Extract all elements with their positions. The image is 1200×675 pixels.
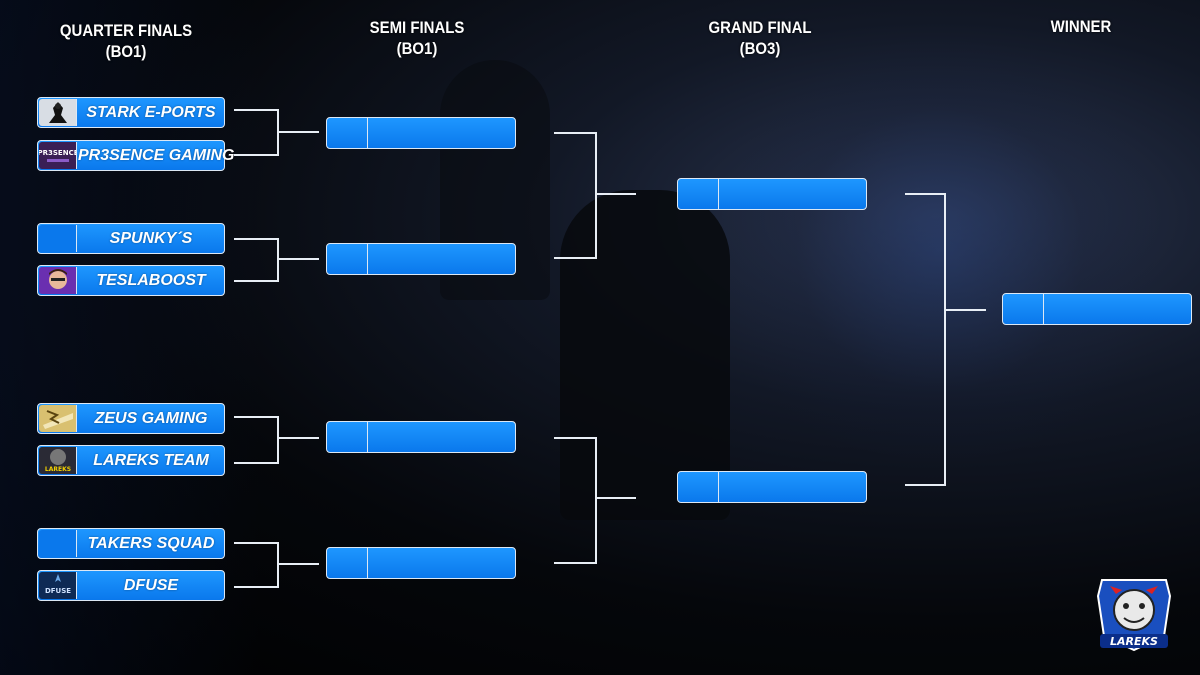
team-name: STARK E-PORTS [86,104,216,121]
background-glow [700,40,1180,460]
slot-divider [718,472,719,502]
quarter-finals-title: QUARTER FINALS [59,21,193,40]
lareks-logo-icon: LAREKS [39,447,77,474]
stark-logo-icon [39,99,77,126]
grand-final-format: (BO3) [739,39,781,58]
semi-final-slot-3[interactable] [326,421,516,453]
brand-logo-text: LAREKS [1110,635,1158,648]
team-slot-teslaboost[interactable]: TESLABOOST [37,265,225,296]
semi-finals-header: SEMI FINALS (BO1) [355,17,478,59]
dfuse-logo-text: DFUSE [45,587,71,595]
slot-divider [367,118,368,148]
semi-finals-title: SEMI FINALS [369,18,465,37]
team-name: TAKERS SQUAD [87,535,215,552]
team-name: ZEUS GAMING [94,410,208,427]
grand-final-title: GRAND FINAL [708,18,812,37]
slot-divider [367,244,368,274]
team-name: SPUNKY´S [109,230,193,247]
team-name: LAREKS TEAM [93,452,209,469]
background-silhouette [560,190,730,520]
team-slot-lareks-team[interactable]: LAREKS LAREKS TEAM [37,445,225,476]
lareks-brand-logo-icon: LAREKS [1094,576,1174,654]
pr3sence-logo-icon: PR3SENCE [39,142,77,169]
winner-title: WINNER [1050,17,1112,36]
winner-header: WINNER [1037,16,1125,37]
team-name: DFUSE [123,577,179,594]
quarter-finals-format: (BO1) [105,42,147,61]
zeus-logo-icon [39,405,77,432]
team-slot-stark-e-ports[interactable]: STARK E-PORTS [37,97,225,128]
semi-finals-format: (BO1) [396,39,438,58]
team-slot-pr3sence-gaming[interactable]: PR3SENCE PR3SENCE GAMING [37,140,235,171]
slot-divider [367,548,368,578]
lareks-logo-text: LAREKS [45,466,71,473]
pr3sence-logo-text: PR3SENCE [39,149,77,157]
team-slot-takers-squad[interactable]: TAKERS SQUAD [37,528,225,559]
semi-final-slot-2[interactable] [326,243,516,275]
teslaboost-logo-icon [39,267,77,294]
grand-final-header: GRAND FINAL (BO3) [698,17,821,59]
team-slot-zeus-gaming[interactable]: ZEUS GAMING [37,403,225,434]
slot-divider [718,179,719,209]
grand-final-slot-2[interactable] [677,471,867,503]
team-slot-spunkys[interactable]: SPUNKY´S [37,223,225,254]
team-slot-dfuse[interactable]: DFUSE DFUSE [37,570,225,601]
empty-logo-placeholder [39,530,77,557]
team-name: TESLABOOST [96,272,206,289]
semi-final-slot-4[interactable] [326,547,516,579]
slot-divider [1043,294,1044,324]
quarter-finals-header: QUARTER FINALS (BO1) [56,20,197,62]
grand-final-slot-1[interactable] [677,178,867,210]
semi-final-slot-1[interactable] [326,117,516,149]
empty-logo-placeholder [39,225,77,252]
dfuse-logo-icon: DFUSE [39,572,77,599]
team-name: PR3SENCE GAMING [78,147,235,164]
slot-divider [367,422,368,452]
winner-slot[interactable] [1002,293,1192,325]
